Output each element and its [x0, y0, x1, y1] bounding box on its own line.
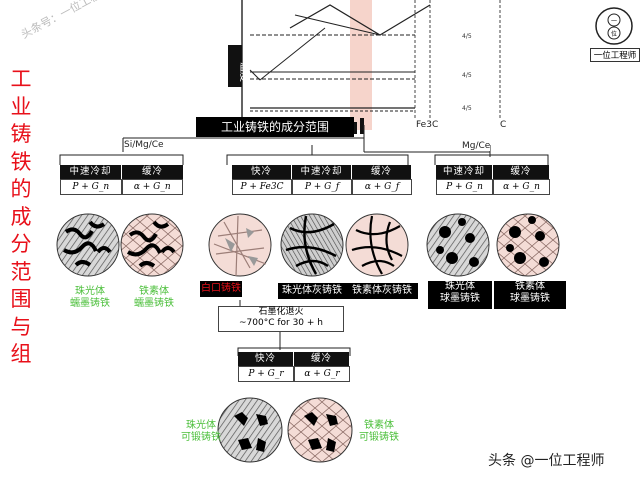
branch-left-label: Si/Mg/Ce [124, 140, 164, 150]
micrograph-white-iron [208, 213, 272, 277]
side-title: 工业铸 铁的成 分范围 与组 [10, 67, 32, 366]
c-label: C [500, 120, 506, 130]
right-header-medium: 中速冷却 [436, 165, 492, 179]
micrograph-ferrite-malleable [287, 397, 353, 463]
center-group: 快冷 中速冷却 缓冷 P + Fe3C P + G_f α + G_f [232, 165, 412, 195]
svg-text:4/5: 4/5 [462, 72, 472, 79]
svg-text:位: 位 [611, 30, 617, 38]
center-header-slow: 缓冷 [352, 165, 411, 179]
anneal-temp: ~700°C for 30 + h [238, 318, 324, 328]
footer-watermark: 头条 @一位工程师 [488, 453, 605, 469]
right-header-slow: 缓冷 [493, 165, 549, 179]
main-title: 工业铸铁的成分范围 [196, 117, 354, 137]
bottom-phase-1: P + G_r [238, 366, 294, 382]
micrograph-pearlite-malleable [217, 397, 283, 463]
center-header-fast: 快冷 [232, 165, 291, 179]
label-pearlite-nodular: 珠光体球墨铸铁 [428, 281, 492, 309]
svg-text:4/5: 4/5 [462, 33, 472, 40]
composition-band [350, 0, 372, 130]
bottom-header-fast: 快冷 [238, 352, 293, 366]
label-ferrite-nodular: 铁素体球墨铸铁 [494, 281, 566, 309]
y-label-box [228, 45, 242, 87]
label-pearlite-gray: 珠光体灰铸铁 [278, 283, 346, 299]
bottom-header-slow: 缓冷 [294, 352, 349, 366]
label-ferrite-malleable: 铁素体可锻铸铁 [359, 420, 399, 443]
y-axis-label: 温度 [238, 62, 251, 82]
center-phase-2: P + G_f [292, 179, 352, 195]
micrograph-ferrite-nodular [496, 213, 560, 277]
micrograph-ferrite-vermicular [120, 213, 184, 277]
left-phase-1: P + G_n [60, 179, 122, 195]
svg-text:4/5: 4/5 [462, 105, 472, 112]
center-phase-1: P + Fe3C [232, 179, 292, 195]
label-pearlite-vermicular: 珠光体蠕墨铸铁 [70, 286, 110, 309]
right-phase-2: α + G_n [493, 179, 550, 195]
phase-diagram: 4/5 4/5 4/5 温度 Fe3C C [228, 0, 506, 134]
label-white-iron: 白口铸铁 [200, 281, 242, 297]
bottom-group: 快冷 缓冷 P + G_r α + G_r [238, 352, 350, 382]
micrograph-pearlite-vermicular [56, 213, 120, 277]
label-ferrite-vermicular: 铁素体蠕墨铸铁 [134, 286, 174, 309]
logo-emblem: 一 位 [595, 7, 633, 45]
left-header-medium: 中速冷却 [60, 165, 121, 179]
left-phase-2: α + G_n [121, 179, 183, 195]
logo: 一 位 一位工程师 [590, 4, 640, 62]
center-phase-3: α + G_f [352, 179, 412, 195]
label-pearlite-malleable: 珠光体可锻铸铁 [181, 420, 221, 443]
right-phase-1: P + G_n [436, 179, 493, 195]
fe3c-label: Fe3C [416, 120, 438, 130]
left-group: 中速冷却 缓冷 P + G_n α + G_n [60, 165, 183, 195]
svg-text:一: 一 [611, 18, 617, 25]
right-group: 中速冷却 缓冷 P + G_n α + G_n [436, 165, 550, 195]
center-header-medium: 中速冷却 [292, 165, 351, 179]
micrograph-pearlite-gray [280, 213, 344, 277]
left-header-slow: 缓冷 [122, 165, 183, 179]
micrograph-pearlite-nodular [426, 213, 490, 277]
anneal-title: 石墨化退火 [258, 307, 304, 317]
micrograph-ferrite-gray [345, 213, 409, 277]
anneal-box: 石墨化退火 ~700°C for 30 + h [218, 306, 344, 332]
bottom-phase-2: α + G_r [294, 366, 350, 382]
label-ferrite-gray: 铁素体灰铸铁 [346, 283, 418, 299]
branch-right-label: Mg/Ce [462, 141, 491, 151]
